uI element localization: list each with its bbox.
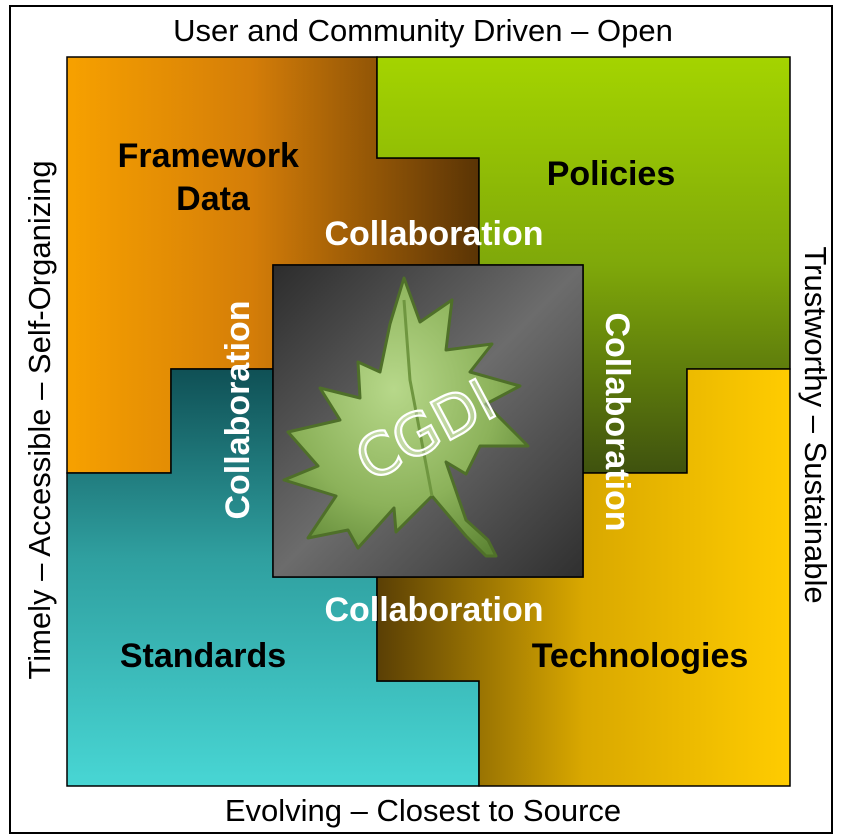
- edge-bottom-text: Evolving – Closest to Source: [225, 793, 621, 828]
- maple-leaf-icon: [282, 276, 530, 558]
- collaboration-top: Collaboration: [324, 215, 543, 253]
- edge-top-text: User and Community Driven – Open: [173, 13, 673, 48]
- framework-data-title-line1: Framework: [118, 137, 299, 175]
- framework-data-title: Framework Data: [118, 137, 309, 218]
- collaboration-right: Collaboration: [598, 312, 636, 531]
- collaboration-bottom: Collaboration: [324, 591, 543, 629]
- collaboration-left: Collaboration: [219, 300, 257, 519]
- policies-title: Policies: [547, 155, 676, 193]
- edge-left-text: Timely – Accessible – Self-Organizing: [22, 160, 57, 679]
- technologies-title: Technologies: [532, 637, 749, 675]
- framework-data-title-line2: Data: [176, 180, 251, 218]
- edge-right-text: Trustworthy – Sustainable: [798, 246, 833, 603]
- standards-title: Standards: [120, 637, 286, 675]
